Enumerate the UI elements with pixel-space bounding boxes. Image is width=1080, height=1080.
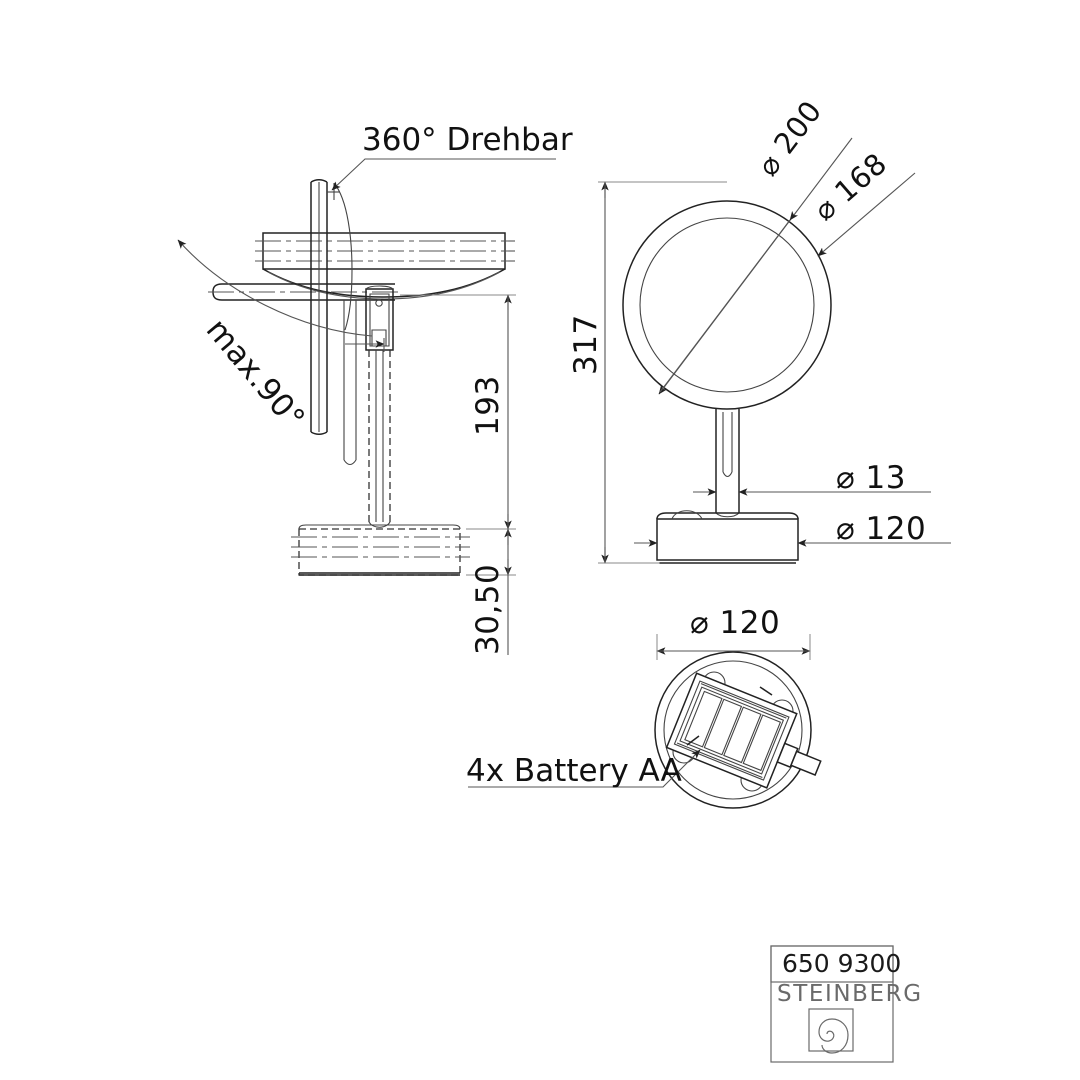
battery-cell [723, 706, 762, 764]
base-switch-bump [671, 510, 703, 520]
stem [368, 350, 391, 528]
front-base [656, 510, 799, 564]
dimension-3050-label: 30,50 [470, 564, 506, 655]
brand-label: STEINBERG [777, 981, 923, 1007]
steinberg-spiral-logo [808, 1008, 854, 1054]
battery-compartment [665, 672, 822, 789]
bottom-inner-circle [663, 660, 803, 800]
diameter-13-annotation: ⌀ 13 [693, 460, 931, 496]
dimension-193: 193 [400, 294, 516, 530]
diameter-13-label: ⌀ 13 [836, 460, 906, 496]
diameter-120-front-label: ⌀ 120 [836, 511, 926, 547]
battery-cell [703, 698, 743, 756]
battery-cell [684, 690, 723, 748]
dimension-317: 317 [568, 181, 727, 564]
mirror-inner-circle [639, 217, 815, 393]
dimension-193-label: 193 [470, 375, 506, 436]
hinge-bracket [365, 285, 394, 351]
diameter-200-label: ⌀ 200 [750, 94, 828, 182]
mirror-outer-circle [622, 200, 832, 410]
diameter-120-bottom-label: ⌀ 120 [690, 605, 780, 641]
battery-cell [742, 714, 782, 772]
diameter-120-front-annotation: ⌀ 120 [634, 511, 951, 547]
diameter-120-bottom-annotation: ⌀ 120 [656, 605, 811, 660]
bottom-outer-circle [654, 651, 812, 809]
battery-note-label: 4x Battery AA [466, 753, 682, 789]
title-block: 650 9300 STEINBERG [770, 945, 923, 1063]
dimension-317-label: 317 [568, 314, 604, 375]
article-number-label: 650 9300 [782, 949, 901, 978]
front-view [622, 200, 832, 564]
rotation-annotation: 360° Drehbar [331, 122, 573, 191]
tilt-note-label: max.90° [199, 312, 312, 437]
diameter-168-label: ⌀ 168 [807, 146, 893, 227]
side-view [208, 179, 515, 576]
rotation-note-label: 360° Drehbar [362, 122, 573, 158]
base [291, 524, 470, 576]
front-stem [715, 409, 740, 518]
diameter-168-annotation: ⌀ 168 [807, 146, 916, 257]
diameter-200-annotation: ⌀ 200 [658, 94, 853, 395]
bottom-view [654, 651, 822, 809]
mirror-plate-profile [310, 179, 357, 466]
dimension-3050: 30,50 [466, 528, 516, 655]
battery-annotation: 4x Battery AA [466, 749, 701, 789]
